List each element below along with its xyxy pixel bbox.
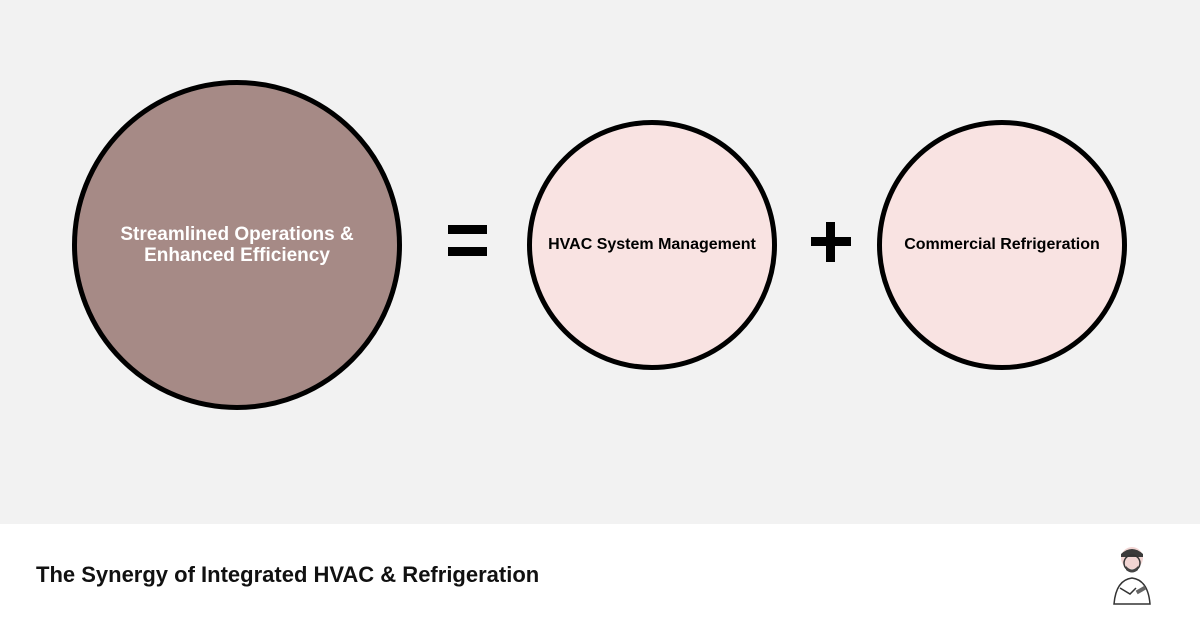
footer-title: The Synergy of Integrated HVAC & Refrige… (36, 562, 540, 587)
result-circle: Streamlined Operations & Enhanced Effici… (72, 80, 402, 410)
equals-bar-bottom (448, 247, 487, 256)
equals-bar-top (448, 225, 487, 234)
result-label: Streamlined Operations & Enhanced Effici… (120, 224, 354, 266)
footer: The Synergy of Integrated HVAC & Refrige… (0, 524, 1200, 630)
refrigeration-label: Commercial Refrigeration (904, 236, 1100, 253)
hvac-circle: HVAC System Management (527, 120, 777, 370)
mechanic-avatar-icon (1113, 547, 1151, 605)
refrigeration-circle: Commercial Refrigeration (877, 120, 1127, 370)
plus-vertical (826, 222, 835, 262)
diagram-panel: Streamlined Operations & Enhanced Effici… (0, 0, 1200, 524)
hvac-label: HVAC System Management (548, 236, 756, 253)
